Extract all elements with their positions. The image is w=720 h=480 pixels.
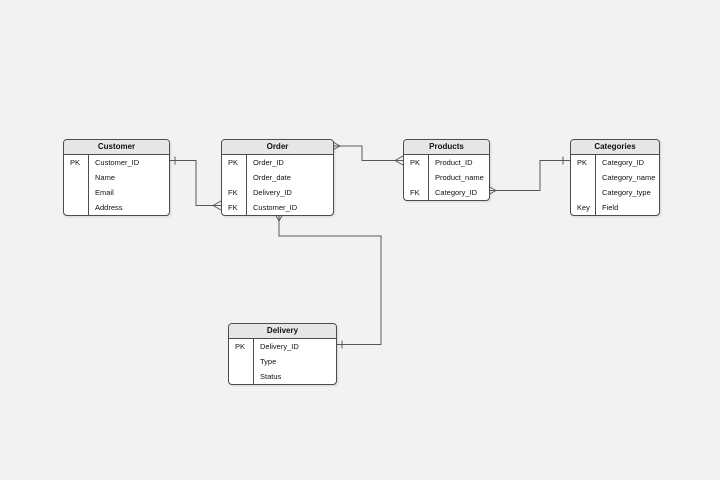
row-key-label: FK xyxy=(222,200,247,215)
relation-customer-order[interactable] xyxy=(168,156,222,211)
relation-line[interactable] xyxy=(168,160,221,206)
entity-row-order-order_date[interactable]: Order_date xyxy=(222,170,333,185)
row-key-label xyxy=(64,170,89,185)
entity-title-customer[interactable]: Customer xyxy=(64,140,169,155)
row-key-label: PK xyxy=(222,155,247,170)
row-key-label: PK xyxy=(404,155,429,170)
relation-line[interactable] xyxy=(488,160,570,191)
row-field-label: Type xyxy=(260,357,277,366)
entity-row-products-category_id[interactable]: FK Category_ID xyxy=(404,185,489,200)
row-key-label: PK xyxy=(64,155,89,170)
row-field-label: Name xyxy=(95,173,116,182)
row-key-label xyxy=(229,354,254,369)
row-field-label: Category_type xyxy=(602,188,651,197)
row-key-label xyxy=(229,369,254,384)
entity-title-products[interactable]: Products xyxy=(404,140,489,155)
row-field-label: Category_ID xyxy=(602,158,645,167)
row-field-label: Product_ID xyxy=(435,158,473,167)
row-key-label xyxy=(571,185,596,200)
entity-row-customer-customer_id[interactable]: PK Customer_ID xyxy=(64,155,169,170)
entity-row-customer-address[interactable]: Address xyxy=(64,200,169,215)
entity-row-delivery-status[interactable]: Status xyxy=(229,369,336,384)
row-key-label: FK xyxy=(222,185,247,200)
row-field-label: Order_ID xyxy=(253,158,284,167)
entity-row-order-delivery_id[interactable]: FK Delivery_ID xyxy=(222,185,333,200)
entity-title-categories[interactable]: Categories xyxy=(571,140,659,155)
row-field-label: Customer_ID xyxy=(253,203,298,212)
entity-row-products-product_name[interactable]: Product_name xyxy=(404,170,489,185)
crows-foot-marker xyxy=(394,155,404,161)
row-field-label: Address xyxy=(95,203,123,212)
row-field-label: Field xyxy=(602,203,619,212)
entity-title-order[interactable]: Order xyxy=(222,140,333,155)
row-field-label: Customer_ID xyxy=(95,158,140,167)
row-key-label: PK xyxy=(571,155,596,170)
relation-line[interactable] xyxy=(332,145,403,161)
relation-line[interactable] xyxy=(278,213,382,345)
row-key-label xyxy=(404,170,429,185)
row-field-label: Status xyxy=(260,372,282,381)
row-key-label: FK xyxy=(404,185,429,200)
crows-foot-marker xyxy=(394,160,404,166)
entity-row-customer-name[interactable]: Name xyxy=(64,170,169,185)
row-key-label xyxy=(64,200,89,215)
relation-products-categories[interactable] xyxy=(487,156,570,196)
entity-row-delivery-type[interactable]: Type xyxy=(229,354,336,369)
entity-row-customer-email[interactable]: Email xyxy=(64,185,169,200)
entity-row-categories-category_id[interactable]: PK Category_ID xyxy=(571,155,659,170)
relation-order-products[interactable] xyxy=(331,141,404,166)
entity-row-categories-category_type[interactable]: Category_type xyxy=(571,185,659,200)
entity-row-categories-category_name[interactable]: Category_name xyxy=(571,170,659,185)
entity-row-categories-field[interactable]: Key Field xyxy=(571,200,659,215)
entity-title-delivery[interactable]: Delivery xyxy=(229,324,336,339)
row-field-label: Product_name xyxy=(435,173,484,182)
crows-foot-marker xyxy=(212,205,222,211)
entity-row-order-customer_id[interactable]: FK Customer_ID xyxy=(222,200,333,215)
row-field-label: Delivery_ID xyxy=(253,188,292,197)
row-field-label: Email xyxy=(95,188,114,197)
row-key-label xyxy=(64,185,89,200)
entity-row-products-product_id[interactable]: PK Product_ID xyxy=(404,155,489,170)
row-key-label: Key xyxy=(571,200,596,215)
row-key-label xyxy=(571,170,596,185)
row-field-label: Delivery_ID xyxy=(260,342,299,351)
entity-row-order-order_id[interactable]: PK Order_ID xyxy=(222,155,333,170)
row-field-label: Category_ID xyxy=(435,188,478,197)
row-field-label: Order_date xyxy=(253,173,291,182)
row-key-label: PK xyxy=(229,339,254,354)
row-field-label: Category_name xyxy=(602,173,656,182)
entity-row-delivery-delivery_id[interactable]: PK Delivery_ID xyxy=(229,339,336,354)
crows-foot-marker xyxy=(212,200,222,206)
row-key-label xyxy=(222,170,247,185)
